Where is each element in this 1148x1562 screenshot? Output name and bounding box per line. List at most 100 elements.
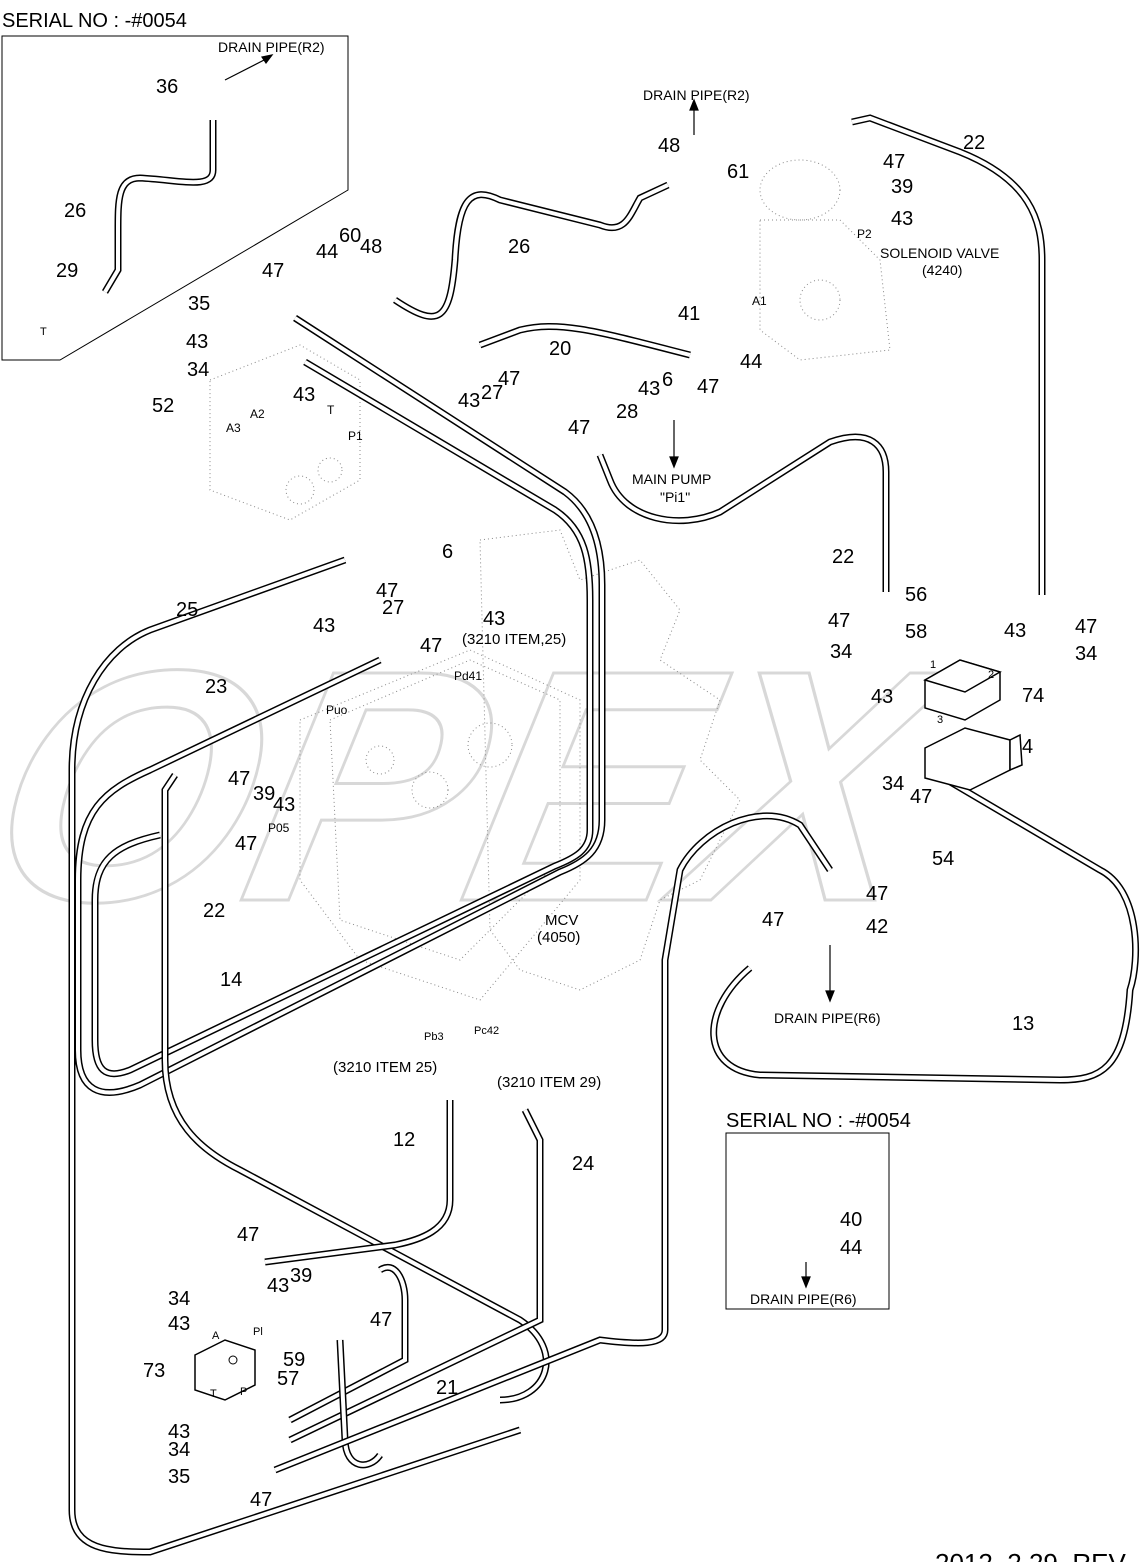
- part-callout: 36: [156, 76, 178, 98]
- part-callout: 47: [262, 260, 284, 282]
- diagram-label: P: [240, 1386, 247, 1398]
- diagram-label: A1: [752, 294, 767, 308]
- part-callout: 52: [152, 395, 174, 417]
- part-callout: 47: [228, 768, 250, 790]
- hose-line: [264, 1100, 452, 1264]
- diagram-label: (3210 ITEM,25): [462, 631, 566, 648]
- part-callout: 14: [220, 969, 242, 991]
- part-callout: 56: [905, 584, 927, 606]
- part-callout: 23: [205, 676, 227, 698]
- hose-line: [76, 316, 604, 1095]
- hose-line: [711, 768, 1138, 1083]
- control-valve-block: [209, 344, 361, 521]
- part-callout: 35: [188, 293, 210, 315]
- part-callout: 47: [1075, 616, 1097, 638]
- hose-line: [288, 1108, 544, 1444]
- part-callout: 22: [963, 132, 985, 154]
- diagram-label: Pl: [253, 1326, 263, 1338]
- part-callout: 22: [832, 546, 854, 568]
- hose-line: [289, 1109, 542, 1442]
- part-callout: 47: [828, 610, 850, 632]
- revision-footer: 2012. 2.29. REV: [935, 1548, 1126, 1562]
- part-callout: 27: [382, 597, 404, 619]
- part-callout: 60: [339, 225, 361, 247]
- diagram-label: (3210 ITEM 29): [497, 1074, 601, 1091]
- diagram-label: MCV: [545, 912, 578, 929]
- part-callout: 26: [64, 200, 86, 222]
- hose-line: [103, 120, 215, 294]
- part-callout: 47: [883, 151, 905, 173]
- part-callout: 48: [658, 135, 680, 157]
- hose-line: [598, 435, 888, 592]
- part-callout: 43: [891, 208, 913, 230]
- hose-line: [288, 1264, 409, 1424]
- part-callout: 47: [235, 833, 257, 855]
- part-callout: 24: [572, 1153, 594, 1175]
- part-callout: 43: [313, 615, 335, 637]
- part-callout: 21: [436, 1377, 458, 1399]
- inset-box-bottom-right: [725, 1132, 890, 1310]
- diagram-label: Pd41: [454, 669, 482, 683]
- part-callout: 47: [420, 635, 442, 657]
- diagram-label: "Pi1": [660, 489, 690, 505]
- part-callout: 47: [376, 580, 398, 602]
- part-callout: 43: [871, 686, 893, 708]
- part-callout: 74: [1022, 685, 1044, 707]
- part-callout: 43: [483, 608, 505, 630]
- hose-line: [163, 773, 549, 1402]
- block-74: [923, 659, 1002, 721]
- part-callout: 61: [727, 161, 749, 183]
- part-callout: 43: [458, 390, 480, 412]
- part-callout: 43: [267, 1275, 289, 1297]
- diagram-label: DRAIN PIPE(R2): [218, 39, 325, 55]
- part-callout: 43: [168, 1421, 190, 1443]
- diagram-label: T: [40, 326, 47, 338]
- diagram-label: (3210 ITEM 25): [333, 1059, 437, 1076]
- part-callout: 54: [932, 848, 954, 870]
- mcv-valve-block: [299, 649, 581, 1001]
- part-callout: 6: [442, 541, 453, 563]
- part-callout: 47: [866, 883, 888, 905]
- diagram-label: Pc42: [474, 1025, 499, 1037]
- hose-line: [70, 558, 521, 1555]
- part-callout: 47: [568, 417, 590, 439]
- hose-line: [851, 114, 1046, 595]
- diagram-label: P05: [268, 821, 290, 835]
- diagram-label: T: [210, 1388, 217, 1400]
- part-callout: 26: [508, 236, 530, 258]
- part-callout: 41: [678, 303, 700, 325]
- block-73: [194, 1339, 256, 1401]
- part-callout: 47: [370, 1309, 392, 1331]
- hose-line: [274, 813, 832, 1472]
- part-callout: 58: [905, 621, 927, 643]
- part-callout: 57: [277, 1368, 299, 1390]
- part-callout: 34: [882, 773, 904, 795]
- diagram-label: A: [212, 1330, 220, 1342]
- diagram-label: Puo: [326, 703, 348, 717]
- part-callout: 28: [616, 401, 638, 423]
- part-callout: 6: [662, 369, 673, 391]
- part-callout: 35: [168, 1466, 190, 1488]
- part-callout: 44: [840, 1237, 862, 1259]
- part-callout: 43: [638, 378, 660, 400]
- diagram-label: (4240): [922, 262, 962, 278]
- part-callout: 29: [56, 260, 78, 282]
- part-callout: 20: [549, 338, 571, 360]
- hose-line: [851, 115, 1044, 595]
- diagram-label: (4050): [537, 929, 580, 946]
- diagram-label: T: [327, 403, 335, 417]
- part-callout: 43: [186, 331, 208, 353]
- part-callout: 25: [176, 599, 198, 621]
- part-callout: 47: [237, 1224, 259, 1246]
- part-callout: 44: [740, 351, 762, 373]
- part-callout: 12: [393, 1129, 415, 1151]
- part-callout: 39: [290, 1265, 312, 1287]
- part-callout: 47: [498, 368, 520, 390]
- hoses: [68, 114, 1140, 1556]
- part-callout: 39: [253, 783, 275, 805]
- solenoid-valve: [759, 159, 891, 361]
- part-callout: 43: [293, 384, 315, 406]
- diagram-label: SERIAL NO : -#0054: [726, 1110, 911, 1132]
